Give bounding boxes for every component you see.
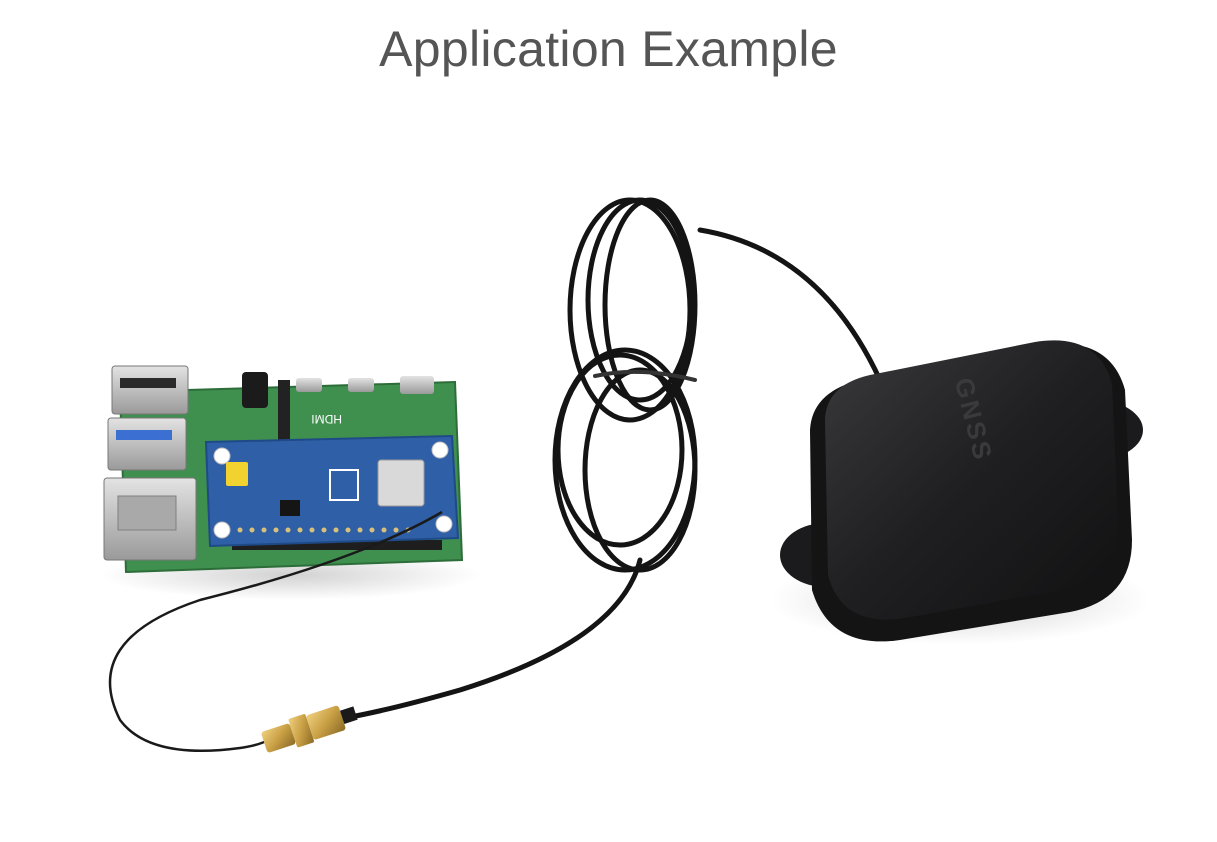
page-title: Application Example [379, 21, 838, 77]
gnss-antenna [780, 340, 1143, 642]
gnss-hat-board [204, 434, 460, 548]
board-hdmi-label: HDMI [311, 412, 342, 426]
antenna-cable [342, 197, 883, 721]
pigtail-cable [108, 510, 443, 752]
sma-connector [261, 705, 358, 753]
